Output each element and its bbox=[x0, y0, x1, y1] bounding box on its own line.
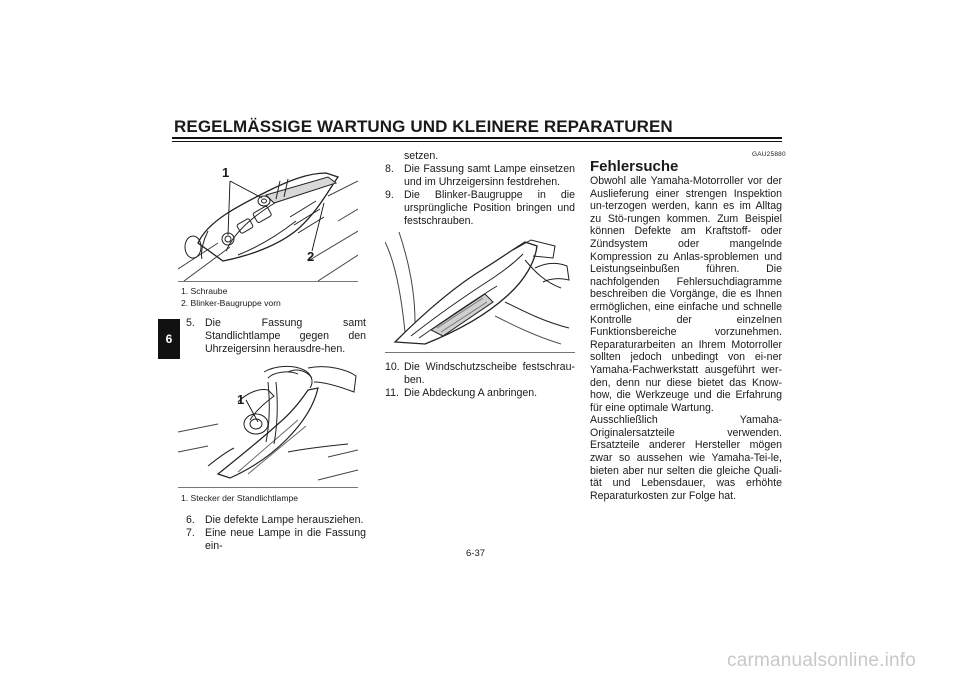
chapter-tab: 6 bbox=[158, 319, 180, 359]
list-item: 5.Die Fassung samt Standlichtlampe gegen… bbox=[186, 317, 366, 356]
figure-label-turn-signal: 2 bbox=[307, 249, 315, 264]
list-item: 10.Die Windschutzscheibe festschrau-ben. bbox=[385, 361, 575, 387]
section-body: Obwohl alle Yamaha-Motorroller vor der A… bbox=[590, 175, 782, 502]
steps-column-2a: setzen. 8.Die Fassung samt Lampe einsetz… bbox=[385, 150, 575, 229]
page-title: REGELMÄSSIGE WARTUNG UND KLEINERE REPARA… bbox=[174, 117, 673, 136]
figure-position-light-drawing bbox=[178, 365, 358, 481]
steps-column-1a: 5.Die Fassung samt Standlichtlampe gegen… bbox=[186, 317, 366, 356]
watermark: carmanualsonline.info bbox=[727, 650, 917, 671]
list-item: 6.Die defekte Lampe herausziehen. bbox=[186, 514, 364, 526]
list-item: 11.Die Abdeckung A anbringen. bbox=[385, 387, 538, 400]
paragraph: Obwohl alle Yamaha-Motorroller vor der A… bbox=[590, 175, 782, 414]
figure-position-light-connector: 1 bbox=[178, 362, 358, 488]
steps-column-1b: 6.Die defekte Lampe herausziehen. 7.Eine… bbox=[186, 514, 366, 553]
caption-item: 2. Blinker-Baugruppe vorn bbox=[181, 297, 281, 308]
paragraph: Ausschließlich Yamaha-Originalersatzteil… bbox=[590, 414, 782, 502]
figure-front-turn-signal: 1 2 bbox=[178, 151, 358, 282]
caption-item: 1. Schraube bbox=[181, 286, 228, 296]
section-heading: Fehlersuche bbox=[590, 158, 679, 175]
list-item: 8.Die Fassung samt Lampe einsetzen und i… bbox=[385, 163, 575, 189]
section-reference-code: GAU25880 bbox=[752, 151, 786, 158]
figure-label-connector: 1 bbox=[237, 392, 245, 407]
page-number: 6-37 bbox=[466, 548, 486, 559]
figure-front-turn-signal-drawing bbox=[178, 172, 358, 281]
list-item: 9.Die Blinker-Baugruppe in die ursprüngl… bbox=[385, 189, 575, 228]
figure-windshield-drawing bbox=[385, 232, 570, 345]
figure2-caption: 1. Stecker der Standlichtlampe bbox=[181, 493, 298, 505]
figure-windshield bbox=[385, 232, 575, 353]
steps-column-2b: 10.Die Windschutzscheibe festschrau-ben.… bbox=[385, 361, 575, 400]
figure-label-screw: 1 bbox=[222, 165, 230, 180]
title-rule-thin bbox=[172, 141, 782, 142]
step-continuation: setzen. bbox=[404, 150, 439, 162]
title-rule bbox=[172, 137, 782, 139]
figure1-caption: 1. Schraube 2. Blinker-Baugruppe vorn bbox=[181, 286, 281, 309]
list-item: 7.Eine neue Lampe in die Fassung ein- bbox=[186, 527, 366, 553]
caption-item: 1. Stecker der Standlichtlampe bbox=[181, 493, 299, 503]
